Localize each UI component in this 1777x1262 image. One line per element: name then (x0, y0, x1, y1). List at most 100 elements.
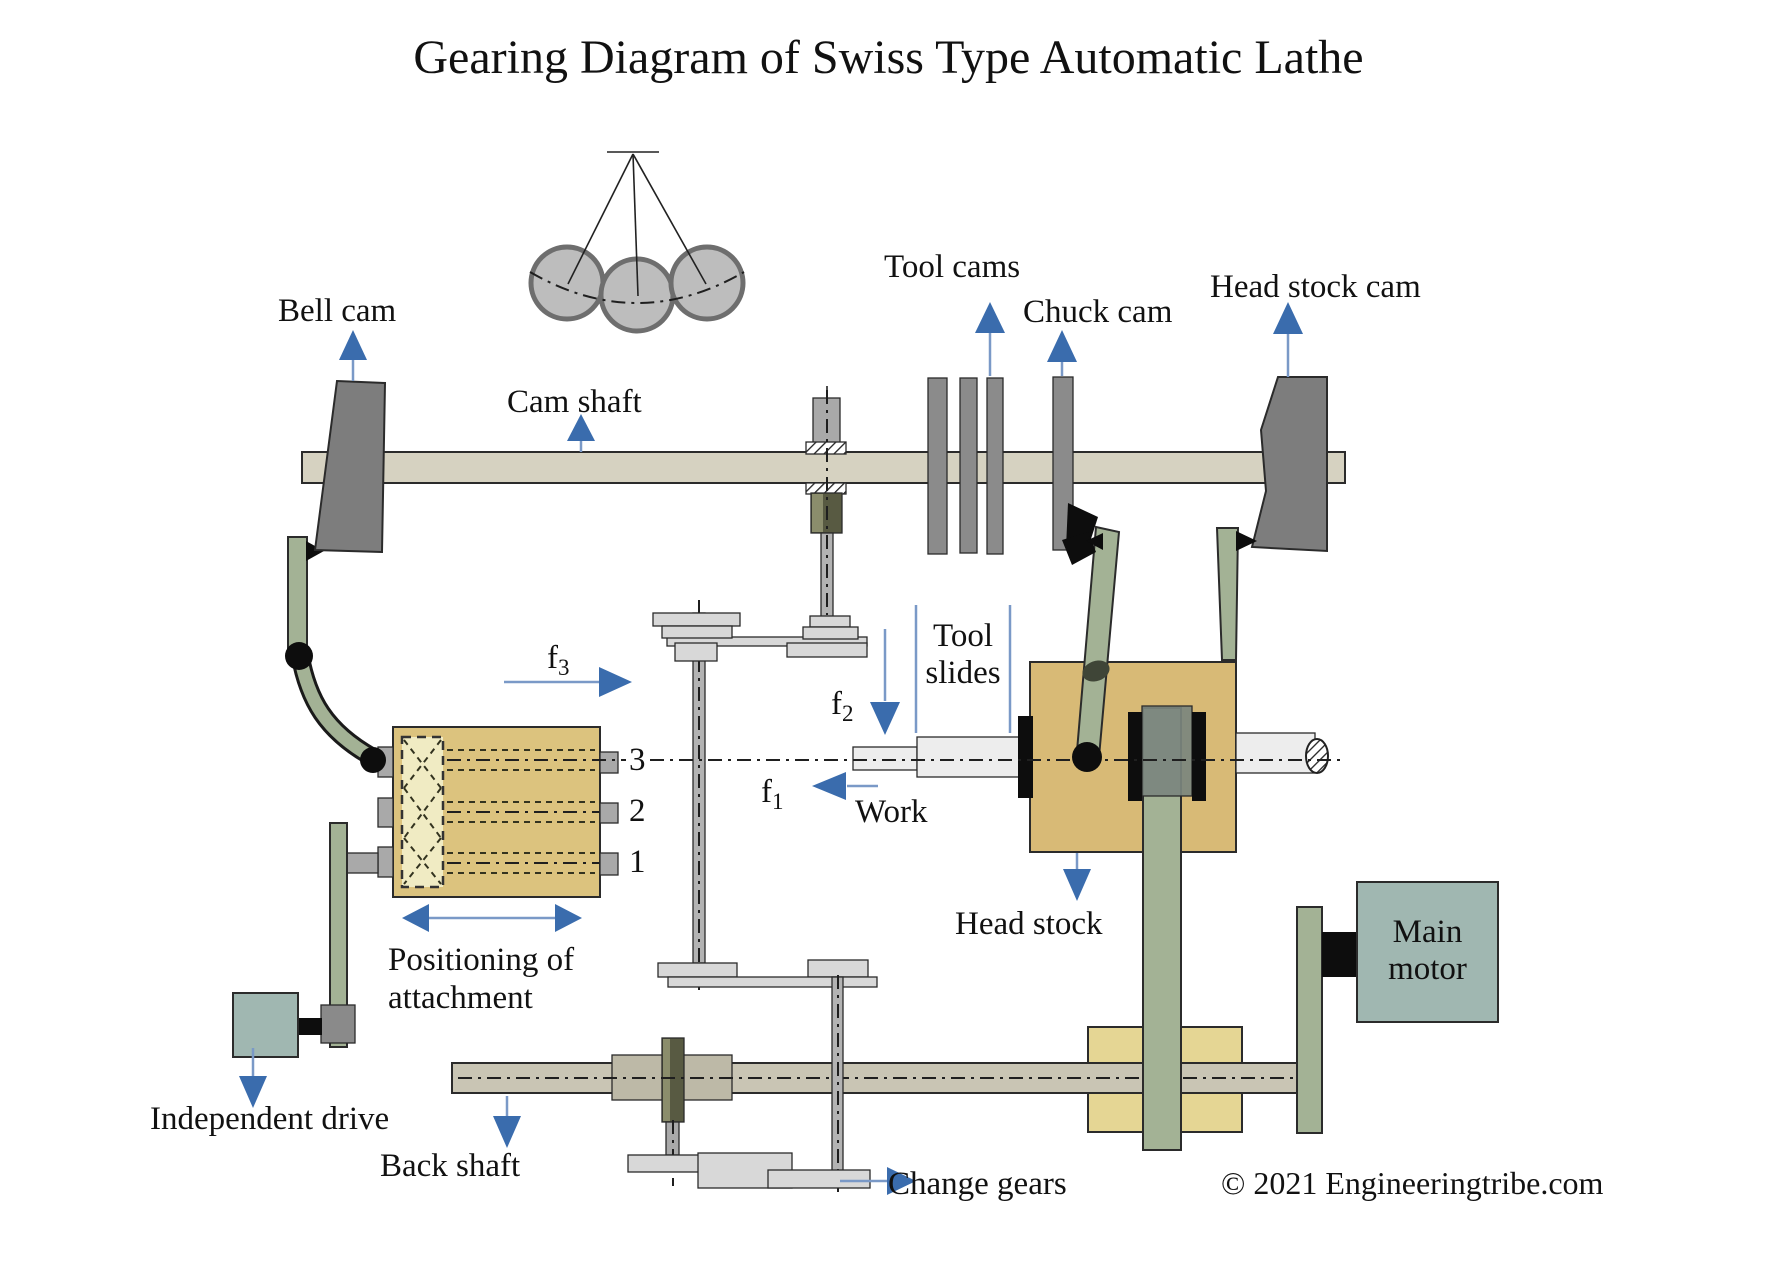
cam-shaft-arrow (567, 414, 595, 452)
tool-slides-label: Tool slides (925, 618, 1001, 691)
independent-drive-stub (297, 1018, 322, 1035)
head-stock-arrow (1063, 853, 1091, 901)
gear-plate (809, 615, 851, 628)
tool-slide-block (916, 736, 1021, 778)
independent-drive-arrow (239, 1048, 267, 1108)
change-gear-3 (767, 1169, 871, 1189)
tool-cam-2 (959, 377, 978, 554)
drum-spindle-3 (447, 749, 595, 771)
head-stock-assembly (447, 503, 1345, 1151)
camshaft-drive-vertical-shaft (805, 386, 847, 618)
motor-coupling (1322, 932, 1357, 977)
drum-drive-link (346, 852, 379, 874)
motor-drive-bar (1296, 906, 1323, 1134)
pendulum-string-left (567, 153, 634, 285)
chuck-cam-label: Chuck cam (1023, 294, 1173, 330)
drum-left-nub-2 (377, 797, 394, 828)
gear-plate (674, 642, 718, 662)
chuck-cam-follower (1062, 503, 1103, 565)
gear-plate (657, 962, 738, 978)
f2-arrow (870, 629, 900, 735)
independent-drive-bar (329, 822, 348, 1048)
spindle-3-label: 3 (626, 742, 649, 779)
tool-cam-1 (927, 377, 948, 555)
drum-spindle-2 (447, 801, 618, 823)
change-gear-1 (627, 1154, 701, 1173)
head-stock-cam-arrow (1273, 302, 1303, 377)
independent-drive-unit (232, 822, 356, 1058)
head-stock-cam-follower-wedge (1236, 531, 1257, 551)
drum-lever-pivot (360, 747, 386, 773)
drum-clutch-strip (402, 737, 443, 887)
tool-cams-label: Tool cams (884, 249, 1021, 285)
drum-left-nub-1 (377, 846, 394, 878)
chuck-lever-bearing (1082, 660, 1110, 682)
bell-cam-arrow (339, 330, 367, 381)
f1-label: f1 (761, 774, 784, 814)
diagram-title: Gearing Diagram of Swiss Type Automatic … (413, 31, 1364, 84)
spindle-2-label: 2 (626, 793, 649, 830)
pendulum-ball-right (668, 244, 746, 322)
spindle-1-label: 1 (626, 844, 649, 881)
spindle-pulley (1141, 705, 1193, 797)
shaft-coupling-highlight (812, 494, 823, 532)
drum-right-nub-2 (599, 802, 619, 824)
gear-plate (786, 642, 868, 658)
f2-label: f2 (831, 686, 854, 726)
independent-drive-motor (232, 992, 299, 1058)
change-gears-arrow (840, 1167, 916, 1195)
head-stock-cam-shape (1250, 376, 1328, 553)
drum-spindle-1 (447, 852, 618, 874)
gear-bracket-bar (667, 976, 878, 988)
gear-plate (802, 626, 859, 640)
drum-right-nub-1 (599, 852, 619, 876)
back-shaft-arrow (493, 1096, 521, 1148)
spindle-collar-left (1128, 712, 1142, 801)
copyright-text: © 2021 Engineeringtribe.com (1221, 1165, 1604, 1201)
drum-clutch-strip-border (400, 735, 445, 889)
collet-collar-left (1018, 716, 1033, 798)
bell-crank-lever (293, 653, 376, 763)
main-motor-box (1356, 881, 1499, 1023)
bell-cam-follower-linkage (285, 536, 377, 766)
pendulum-governor (528, 151, 746, 334)
positioning-label: Positioning of attachment (388, 942, 575, 1016)
f3-label: f3 (547, 640, 570, 680)
independent-drive-coupling (320, 1004, 356, 1044)
back-shaft-worm-highlight (663, 1039, 670, 1121)
gear-plate (652, 612, 741, 627)
main-motor-label: Main motor (1388, 914, 1467, 987)
tool-slides-leader-lines (914, 605, 1012, 733)
annotation-arrows (239, 302, 1303, 1195)
follower-arm (287, 536, 308, 650)
gear-plate (807, 959, 869, 978)
cam-shaft-assembly (301, 376, 1346, 555)
bell-cam-shape (313, 379, 387, 554)
independent-drive-label: Independent drive (150, 1101, 390, 1137)
bell-cam-label: Bell cam (278, 293, 397, 329)
head-stock-cam-label: Head stock cam (1210, 269, 1421, 305)
gear-bracket-bar (666, 636, 868, 647)
drum-right-nub-3 (599, 751, 619, 774)
back-shaft-label: Back shaft (380, 1148, 521, 1184)
head-stock-cam-rod (1215, 527, 1240, 661)
chuck-cam-arrow (1047, 330, 1077, 376)
pendulum-ball-left (528, 244, 606, 322)
bell-crank-pivot (285, 642, 313, 670)
cam-shaft-bar (301, 451, 1346, 484)
positioning-attachment-drum (346, 726, 619, 898)
cam-shaft-label: Cam shaft (507, 384, 642, 420)
spindle-collar-right (1192, 712, 1206, 801)
work-label: Work (855, 794, 928, 830)
f1-arrow (812, 772, 878, 800)
work-bar-tip (852, 746, 918, 771)
positioning-double-arrow (402, 904, 582, 932)
chuck-lever-pivot (1072, 742, 1102, 772)
change-gears-label: Change gears (888, 1166, 1067, 1202)
head-stock-label: Head stock (955, 906, 1103, 942)
drum-clutch-cross-pattern (403, 739, 442, 885)
tool-cams-arrow (975, 302, 1005, 376)
bar-stock (1235, 732, 1316, 774)
